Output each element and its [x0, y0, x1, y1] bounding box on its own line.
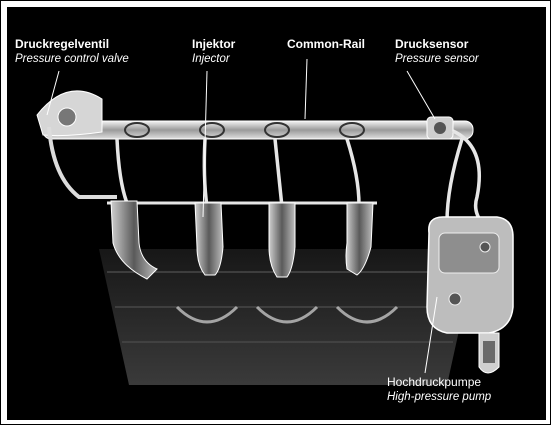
label-common-rail-de: Common-Rail — [287, 37, 365, 52]
label-pressure-sensor-de: Drucksensor — [395, 37, 479, 52]
label-injector: Injektor Injector — [192, 37, 235, 67]
label-injector-en: Injector — [192, 52, 235, 67]
common-rail-illustration — [7, 7, 546, 420]
label-high-pressure-pump: Hochdruckpumpe High-pressure pump — [387, 375, 491, 405]
pressure-sensor — [427, 117, 453, 139]
common-rail-tube — [43, 121, 473, 139]
label-pressure-sensor-en: Pressure sensor — [395, 52, 479, 67]
label-common-rail: Common-Rail — [287, 37, 365, 52]
label-pressure-sensor: Drucksensor Pressure sensor — [395, 37, 479, 67]
label-injector-de: Injektor — [192, 37, 235, 52]
label-high-pressure-pump-en: High-pressure pump — [387, 390, 491, 405]
label-high-pressure-pump-de: Hochdruckpumpe — [387, 375, 491, 390]
injector-3 — [269, 203, 295, 277]
common-rail-system-photo: Druckregelventil Pressure control valve … — [7, 7, 546, 420]
label-pressure-control-valve-de: Druckregelventil — [15, 37, 129, 52]
injector-2 — [195, 203, 223, 275]
label-pressure-control-valve-en: Pressure control valve — [15, 52, 129, 67]
label-pressure-control-valve: Druckregelventil Pressure control valve — [15, 37, 129, 67]
